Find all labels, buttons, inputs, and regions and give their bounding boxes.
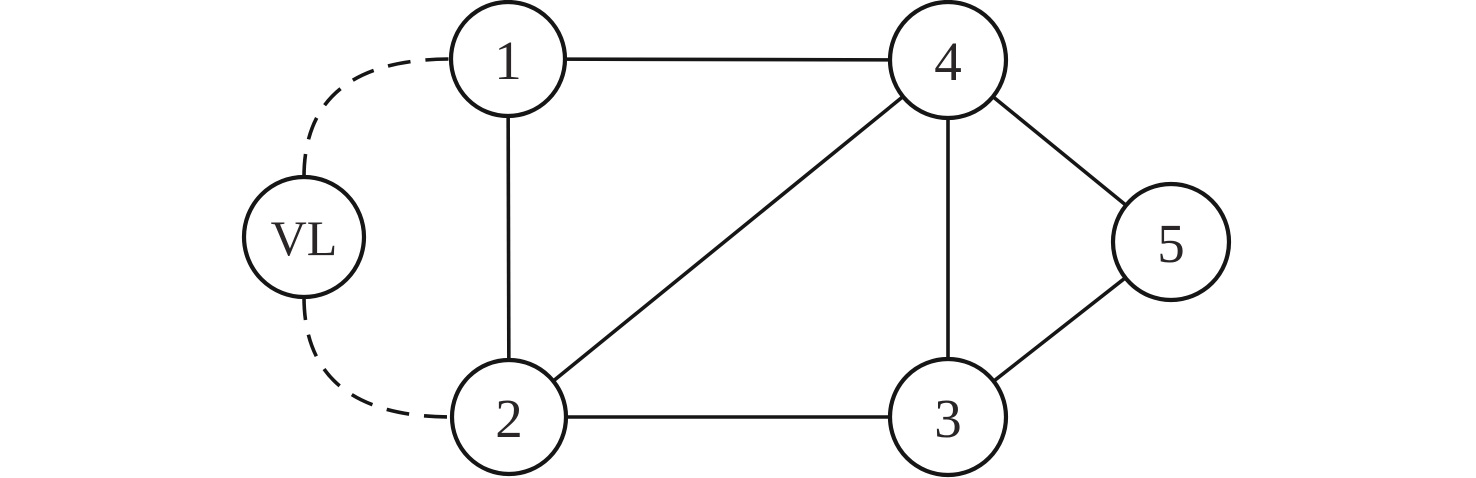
node-2: 2 [449,357,569,477]
node-3: 3 [887,356,1009,478]
edge-1-4 [507,57,949,62]
node-label-3: 3 [934,388,962,449]
node-circle-4 [887,0,1009,121]
node-label-1: 1 [494,30,522,91]
node-circle-5 [1110,181,1232,303]
edge-1-2 [506,58,511,418]
node-4: 4 [887,0,1009,121]
node-label-vl: VL [271,210,338,266]
node-circle-2 [449,357,569,477]
node-vl: VL [241,174,367,300]
edge-vl-1 [302,57,452,178]
node-label-4: 4 [934,31,962,92]
node-1: 1 [448,0,568,119]
edge-2-4 [507,58,950,419]
edge-vl-2 [302,296,453,419]
node-circle-vl [241,174,367,300]
node-circle-1 [448,0,568,119]
node-5: 5 [1110,181,1232,303]
node-label-5: 5 [1157,213,1185,274]
node-circle-3 [887,356,1009,478]
node-label-2: 2 [495,388,523,449]
